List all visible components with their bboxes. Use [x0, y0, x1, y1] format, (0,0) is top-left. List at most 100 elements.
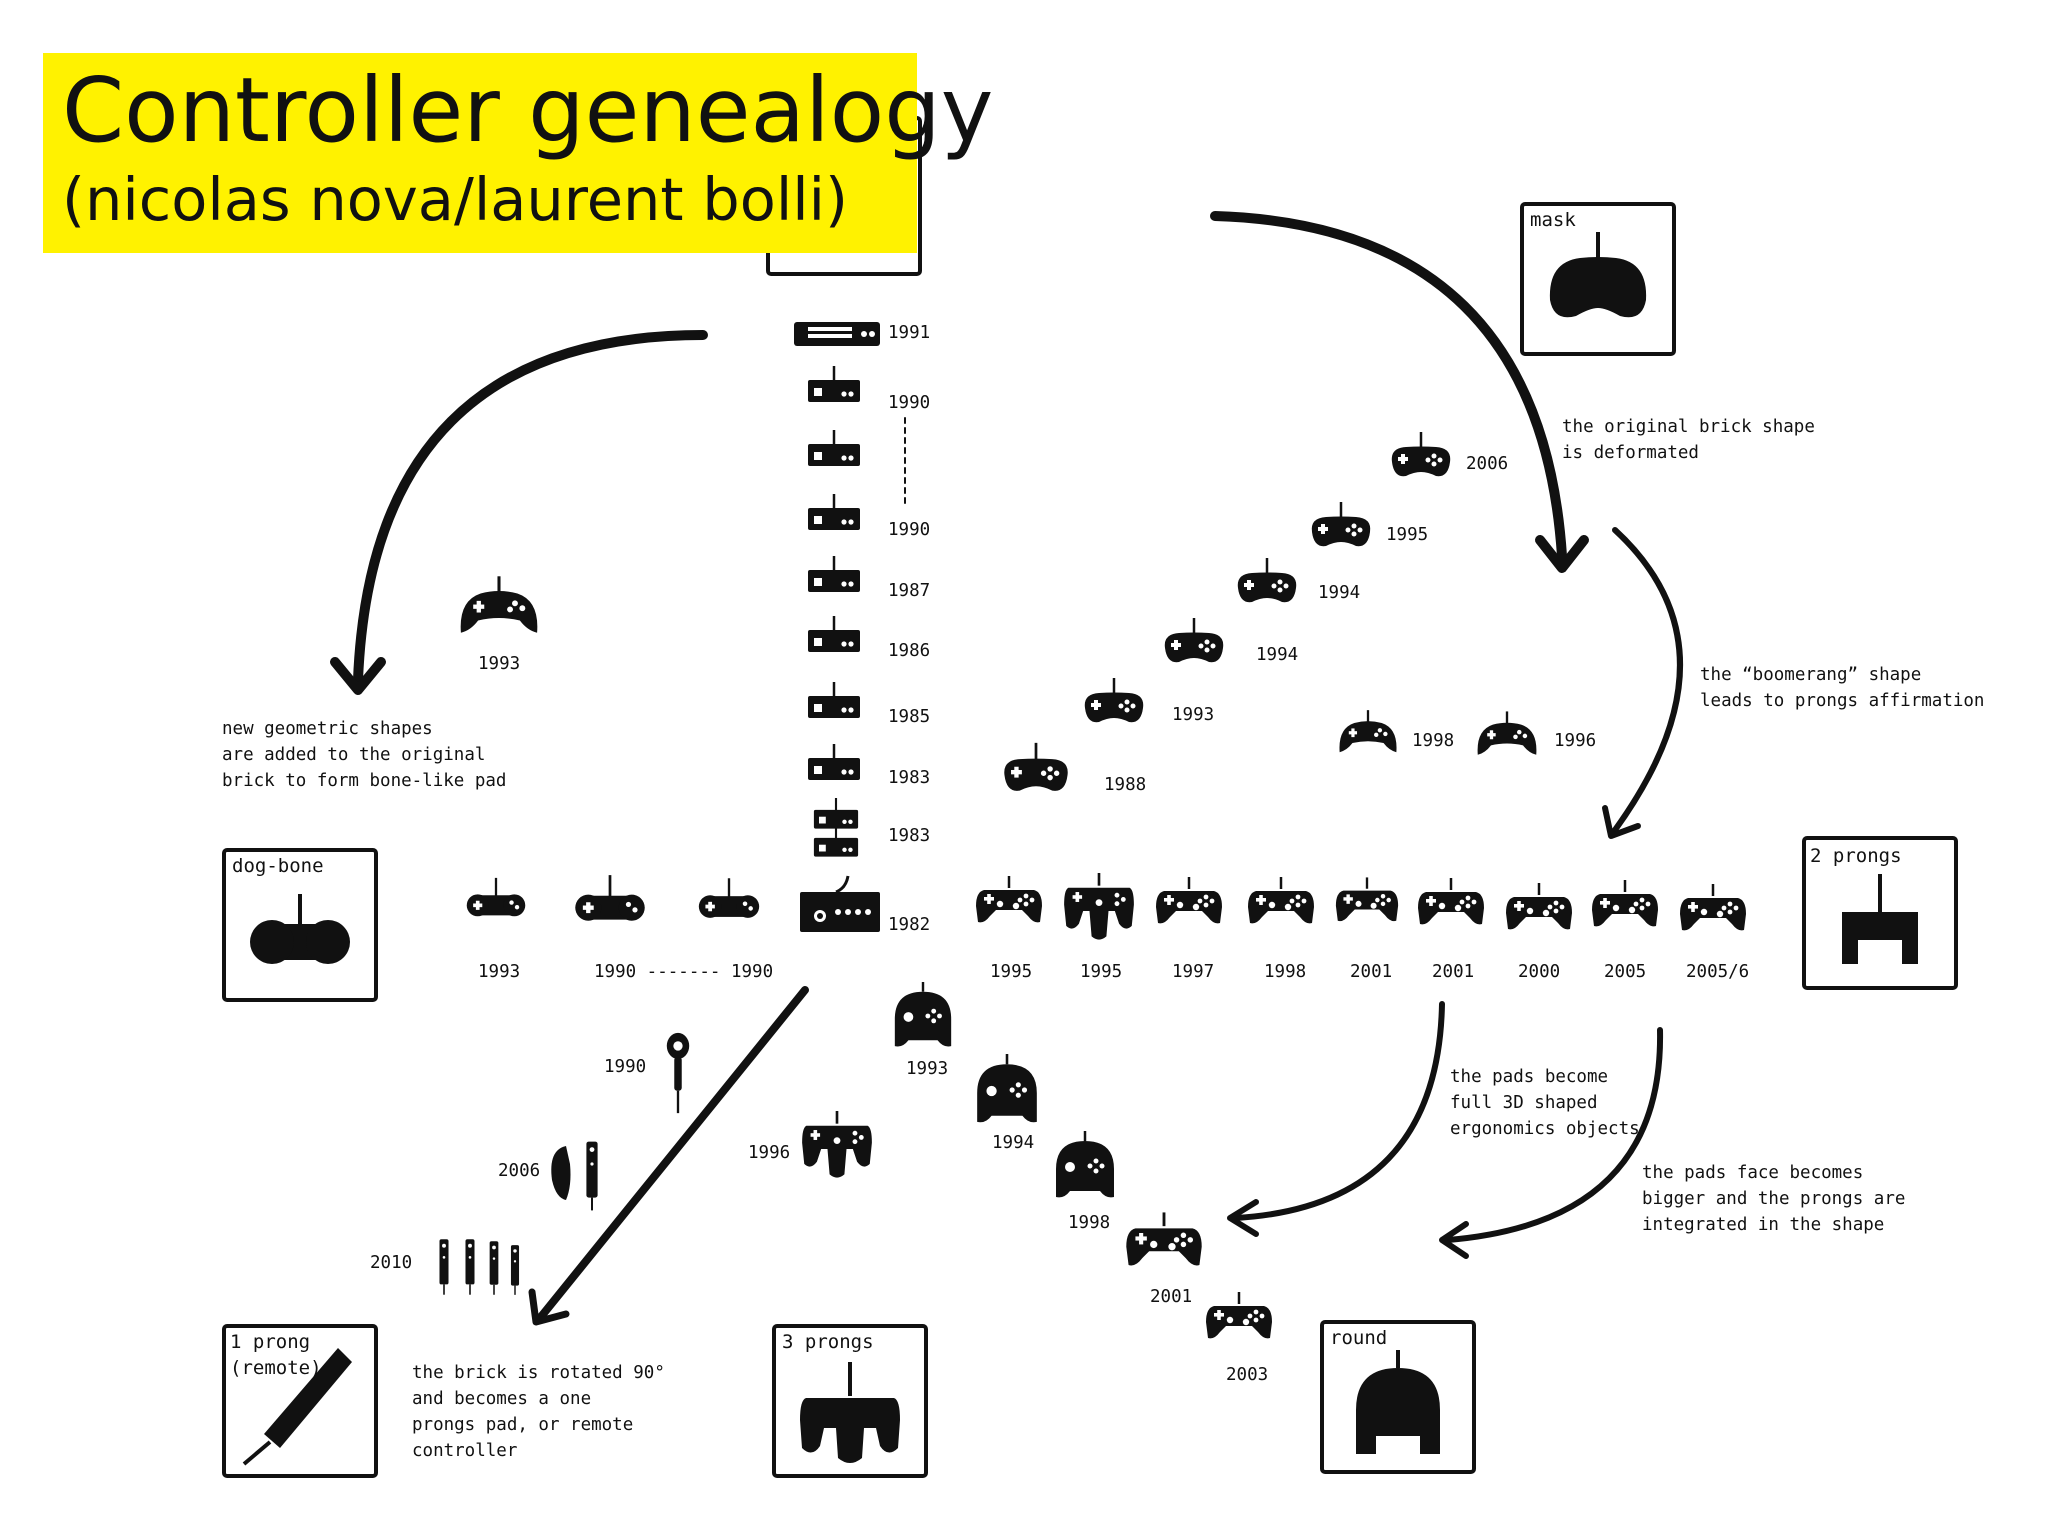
year-label: 1993 — [478, 962, 520, 982]
controller-icon — [1236, 558, 1298, 604]
year-label: 1990 — [888, 520, 930, 540]
year-label: 1990 — [888, 393, 930, 413]
arrows — [330, 211, 1683, 1326]
year-label: 1996 — [1554, 731, 1596, 751]
one-prong-box — [222, 1324, 378, 1478]
controller-icon — [665, 1031, 691, 1115]
two-prongs-box — [1802, 836, 1958, 990]
year-label: 1982 — [888, 915, 930, 935]
year-label: 1990 — [604, 1057, 646, 1077]
year-label: 1983 — [888, 826, 930, 846]
year-label: 2001 — [1350, 962, 1392, 982]
dogbone-box-icon — [250, 894, 350, 964]
controller-icon — [551, 1146, 571, 1200]
mask-box — [1520, 202, 1676, 356]
boomerang-pair: 1998 1996 — [1338, 708, 1596, 757]
three-prongs-box — [772, 1324, 928, 1478]
controller-icon — [893, 982, 953, 1048]
category-box-icons — [242, 232, 1918, 1466]
arrow-to-mask-head — [1535, 535, 1589, 573]
controller-icon — [438, 1238, 450, 1296]
arrow-to-dogbone — [353, 330, 708, 685]
round-box — [1320, 1320, 1476, 1474]
controller-icon — [573, 874, 647, 923]
year-label: 2006 — [498, 1161, 540, 1181]
page-title: Controller genealogy — [62, 58, 993, 162]
year-label: 1991 — [888, 323, 930, 343]
arrow-to-two-prongs — [1612, 527, 1683, 833]
controller-icon — [1083, 678, 1145, 724]
year-label: 1998 — [1412, 731, 1454, 751]
year-label: 1993 — [1172, 705, 1214, 725]
note-rotated: the brick is rotated 90° and becomes a o… — [412, 1363, 675, 1461]
controller-icon — [1204, 1290, 1274, 1341]
category-boxes — [222, 116, 1958, 1478]
controller-icon — [1390, 432, 1452, 478]
note-boomerang: the “boomerang” shape leads to prongs af… — [1700, 665, 1984, 711]
controller-icon — [806, 680, 862, 720]
arrow-to-two-prongs-head — [1602, 805, 1641, 839]
round-diagonal: 1993 1994 1998 2001 2003 — [893, 982, 1274, 1385]
arrow-to-round-head — [1227, 1199, 1259, 1237]
controller-icon — [806, 742, 862, 782]
controller-icon — [459, 576, 539, 635]
controller-icon — [806, 554, 862, 594]
controller-icon — [806, 492, 862, 532]
two-prongs-box-icon — [1842, 874, 1918, 964]
arrow-to-mask — [1210, 211, 1567, 561]
arrow-to-remote — [536, 986, 809, 1322]
year-label: 1986 — [888, 641, 930, 661]
year-label: 1993 — [478, 654, 520, 674]
year-label: 2001 — [1150, 1287, 1192, 1307]
note-bone-like: new geometric shapes are added to the or… — [222, 719, 506, 791]
dogbone-row: 1993 1993 1990 ------- 1990 — [459, 576, 773, 982]
mask-label: mask — [1530, 209, 1576, 231]
controller-icon — [812, 798, 860, 830]
year-label: 1985 — [888, 707, 930, 727]
year-label: 1994 — [992, 1133, 1034, 1153]
controller-icon — [488, 1240, 500, 1296]
year-label: 1997 — [1172, 962, 1214, 982]
one-prong-label-line2: (remote) — [230, 1357, 322, 1379]
year-label: 1998 — [1264, 962, 1306, 982]
controller-icon — [1338, 708, 1398, 754]
year-label: 2003 — [1226, 1365, 1268, 1385]
mask-diagonal: 2006 1995 1994 1994 1993 1988 — [1002, 432, 1508, 795]
controller-icon — [464, 1238, 476, 1296]
arrow-to-dogbone-head — [330, 657, 386, 695]
round-label: round — [1330, 1327, 1387, 1349]
three-prong-standalone: 1996 — [748, 1109, 874, 1180]
controller-icon — [1163, 618, 1225, 664]
year-label: 2005/6 — [1686, 962, 1749, 982]
year-label: 1995 — [1080, 962, 1122, 982]
controller-icon — [1416, 876, 1486, 926]
controller-icon — [794, 322, 880, 346]
prongs-row: 1995 1995 1997 1998 2001 2001 2000 2005 … — [974, 872, 1749, 982]
annotations: the original brick shape is deformated t… — [222, 417, 1984, 1461]
round-box-icon — [1356, 1350, 1440, 1454]
year-label: 1996 — [748, 1143, 790, 1163]
controller-icon — [1590, 878, 1660, 928]
controller-icon — [975, 1054, 1039, 1124]
controller-icon — [1476, 709, 1538, 757]
one-prong-label-line1: 1 prong — [230, 1331, 310, 1353]
controller-icon — [1334, 875, 1400, 923]
arrow-to-face-head — [1439, 1221, 1469, 1259]
year-label: 1983 — [888, 768, 930, 788]
three-prongs-label: 3 prongs — [782, 1331, 874, 1353]
dogbone-box — [222, 848, 378, 1002]
controller-icon — [806, 614, 862, 654]
controller-icon — [1054, 1129, 1116, 1199]
year-label: 1994 — [1256, 645, 1298, 665]
category-labels: mask dog-bone 2 prongs 1 prong (remote) … — [230, 209, 1902, 1379]
controller-icon — [1504, 882, 1574, 931]
controller-icon — [974, 874, 1044, 924]
controller-icon — [1062, 872, 1136, 941]
year-label: 2010 — [370, 1253, 412, 1273]
year-label: 1988 — [1104, 775, 1146, 795]
year-label: 2000 — [1518, 962, 1560, 982]
controller-icon — [697, 876, 761, 920]
controller-icon — [1002, 741, 1070, 793]
year-label: 2001 — [1432, 962, 1474, 982]
